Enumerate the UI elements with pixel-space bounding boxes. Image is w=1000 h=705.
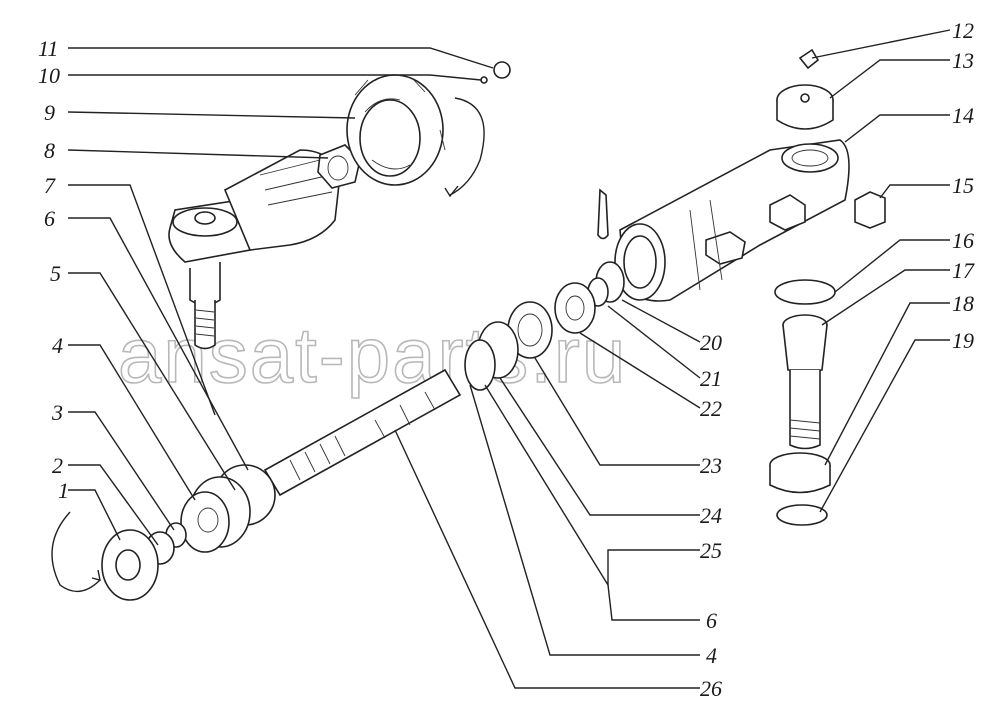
rotation-arrowhead-top	[444, 185, 459, 198]
nut-8	[317, 144, 361, 189]
cylinder-body-14	[614, 139, 850, 302]
ring-16	[774, 279, 836, 305]
callout-15: 15	[952, 173, 974, 198]
pin-10	[480, 76, 488, 84]
callout-21: 21	[700, 366, 722, 391]
ball-11	[493, 61, 511, 79]
plug-15	[854, 191, 886, 229]
ball-pin-17	[782, 314, 828, 450]
callout-4-lower: 4	[706, 643, 717, 668]
piston-rod-26	[263, 368, 462, 497]
callout-labels: 11 10 9 8 7 6 5 4 3 2 1 12 13 14 15 16 1…	[38, 18, 975, 701]
callout-5: 5	[50, 261, 61, 286]
callout-20: 20	[700, 330, 722, 355]
callout-22: 22	[700, 396, 722, 421]
callout-6-lower: 6	[706, 608, 717, 633]
callout-12: 12	[952, 18, 974, 43]
callout-4: 4	[52, 333, 63, 358]
callout-2: 2	[52, 453, 63, 478]
callout-6: 6	[44, 206, 55, 231]
callout-23: 23	[700, 453, 722, 478]
callout-9: 9	[44, 100, 55, 125]
disc-1	[101, 529, 159, 601]
cotter-pin	[597, 188, 609, 240]
castle-nut-9	[346, 74, 446, 186]
callout-1: 1	[58, 478, 69, 503]
ring-25	[464, 339, 496, 391]
callout-18: 18	[952, 291, 974, 316]
callout-10: 10	[38, 63, 60, 88]
boot-assembly	[180, 464, 276, 553]
callout-16: 16	[952, 228, 974, 253]
callout-7: 7	[44, 173, 56, 198]
callout-24: 24	[700, 503, 722, 528]
rotation-arrow-bottom	[51, 511, 101, 593]
callout-11: 11	[38, 36, 58, 61]
cap-13	[776, 84, 834, 130]
callout-26: 26	[700, 676, 722, 701]
rotation-arrow-top	[449, 97, 485, 196]
callout-3: 3	[51, 400, 63, 425]
tie-rod-end-housing	[168, 149, 341, 350]
grease-nipple-12	[798, 48, 820, 70]
ring-19	[776, 504, 828, 526]
leader-lines	[67, 29, 951, 689]
callout-17: 17	[952, 258, 975, 283]
washer-22	[554, 282, 596, 334]
callout-25: 25	[700, 538, 722, 563]
callout-13: 13	[952, 48, 974, 73]
callout-14: 14	[952, 103, 974, 128]
callout-8: 8	[44, 138, 55, 163]
bushing-18	[769, 452, 831, 494]
rotation-arrowhead-bottom	[91, 569, 101, 581]
callout-19: 19	[952, 328, 974, 353]
